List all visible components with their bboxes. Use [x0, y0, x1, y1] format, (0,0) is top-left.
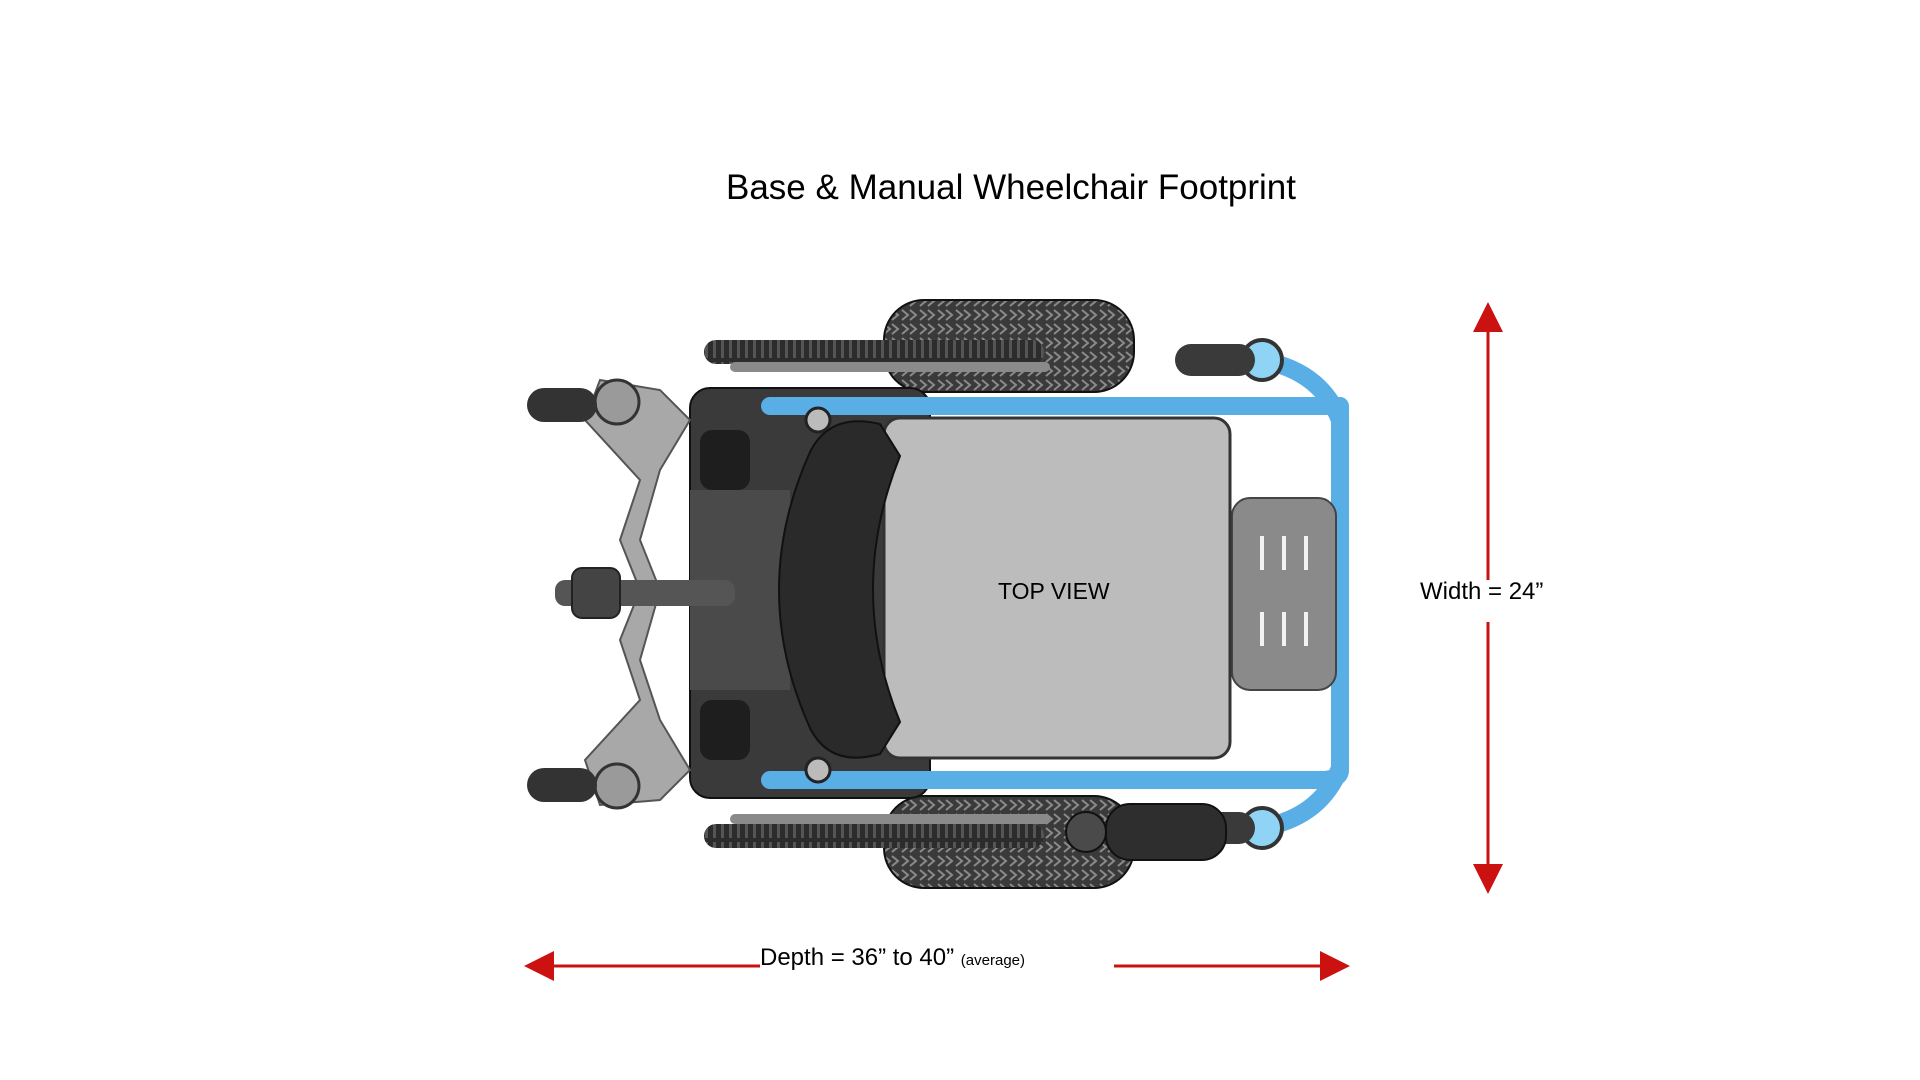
depth-label: Depth = 36” to 40” (average) [760, 944, 1025, 972]
chair-caster-top [1175, 344, 1255, 376]
front-caster-top [527, 388, 597, 422]
top-suspension-spring [704, 340, 1050, 372]
base-battery-bottom [700, 700, 750, 760]
width-label: Width = 24” [1420, 578, 1544, 605]
backrest-pivot-bottom [804, 756, 832, 784]
front-caster-bottom [527, 768, 597, 802]
caster-frame [583, 378, 692, 807]
backrest [778, 420, 902, 759]
backrest-pivot-top [804, 406, 832, 434]
seat-cushion [882, 416, 1232, 760]
joystick-controller [1105, 803, 1227, 861]
hitch-coupler [571, 567, 621, 619]
top-view-label: TOP VIEW [998, 578, 1110, 604]
footplate-slots [1260, 536, 1308, 646]
caster-hub-top [593, 378, 641, 426]
base-battery-top [700, 430, 750, 490]
bottom-suspension-spring [704, 814, 1050, 848]
caster-hub-bottom [593, 762, 641, 810]
depth-value: Depth = 36” to 40” [760, 944, 955, 971]
joystick-knob [1065, 811, 1107, 853]
footplate [1231, 497, 1337, 691]
depth-note: (average) [960, 952, 1025, 969]
diagram-title: Base & Manual Wheelchair Footprint [726, 168, 1296, 207]
